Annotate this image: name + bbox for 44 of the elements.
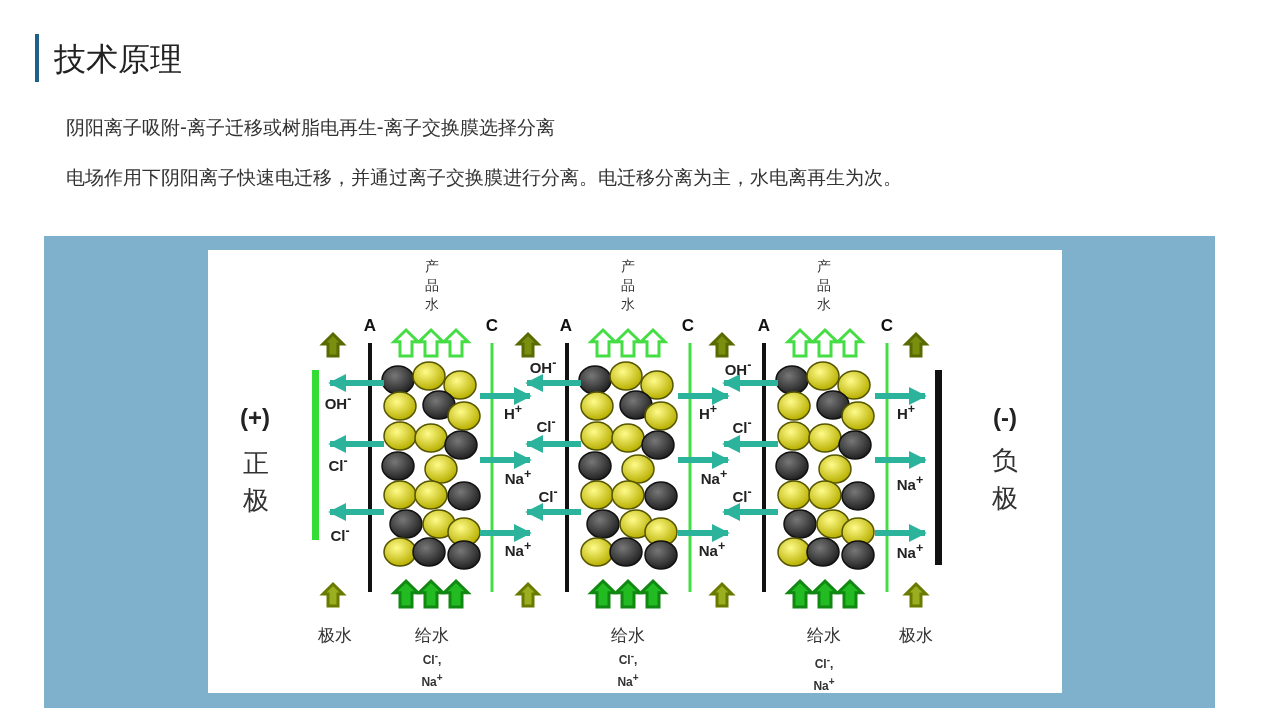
stream-label: 产品水 <box>424 256 440 314</box>
membrane-label: C <box>880 316 894 336</box>
ion-label: Na$^{+}$ <box>700 468 728 488</box>
ion-label: Cl$^{-}$, Na$^{+}$ <box>812 652 836 695</box>
electrode-label: 极 <box>243 485 269 515</box>
subtitle-text: 阴阳离子吸附-离子迁移或树脂电再生-离子交换膜选择分离 <box>66 115 555 140</box>
polarity-label: (+) <box>240 404 270 432</box>
ion-label: Cl$^{-}$ <box>538 486 558 506</box>
stream-label: 极水 <box>899 625 933 645</box>
ion-label: OH$^{-}$ <box>724 359 752 379</box>
description-text: 电场作用下阴阳离子快速电迁移，并通过离子交换膜进行分离。电迁移分离为主，水电离再生为次。 <box>66 165 902 190</box>
slide-title: 技术原理 <box>54 39 182 80</box>
ion-label: Na$^{+}$ <box>896 542 924 562</box>
stream-label: 产品水 <box>816 256 832 314</box>
ion-label: Na$^{+}$ <box>504 468 532 488</box>
ion-label: Cl$^{-}$ <box>328 455 348 475</box>
membrane-label: C <box>681 316 695 336</box>
ion-label: Na$^{+}$ <box>504 540 532 560</box>
ion-label: Cl$^{-}$ <box>732 486 752 506</box>
ion-label: Cl$^{-}$ <box>330 525 350 545</box>
electrode-label: 极 <box>992 483 1018 513</box>
ion-label: Cl$^{-}$, Na$^{+}$ <box>616 648 640 691</box>
membrane-label: A <box>363 316 377 336</box>
stream-label: 给水 <box>415 625 449 645</box>
ion-label: Cl$^{-}$ <box>536 416 556 436</box>
ion-label: Cl$^{-}$ <box>732 417 752 437</box>
stream-label: 给水 <box>611 625 645 645</box>
stream-label: 极水 <box>318 625 352 645</box>
ion-label: Na$^{+}$ <box>896 474 924 494</box>
ion-label: Na$^{+}$ <box>698 540 726 560</box>
stream-label: 给水 <box>807 625 841 645</box>
stream-label: 产品水 <box>620 256 636 314</box>
membrane-label: C <box>485 316 499 336</box>
electrode-label: 正 <box>243 448 269 478</box>
ion-label: OH$^{-}$ <box>324 393 352 413</box>
ion-label: Cl$^{-}$, Na$^{+}$ <box>420 648 444 691</box>
electrode-label: 负 <box>992 445 1018 475</box>
ion-label: H$^{+}$ <box>503 403 523 423</box>
polarity-label: (-) <box>993 404 1017 432</box>
ion-label: H$^{+}$ <box>698 403 718 423</box>
ion-label: H$^{+}$ <box>896 403 916 423</box>
ion-label: OH$^{-}$ <box>529 357 557 377</box>
membrane-label: A <box>757 316 771 336</box>
membrane-label: A <box>559 316 573 336</box>
